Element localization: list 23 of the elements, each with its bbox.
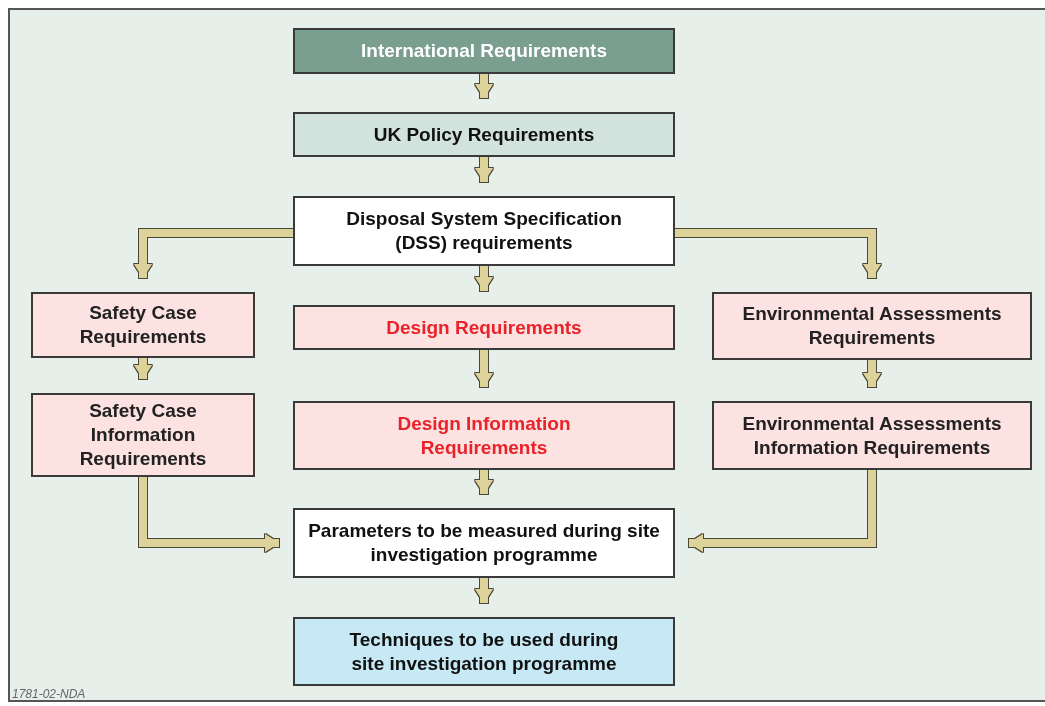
box-label: Environmental Assessments Information Requirements bbox=[741, 411, 1003, 460]
box-label: Design Requirements bbox=[386, 315, 582, 340]
requirement-box bbox=[31, 393, 255, 477]
requirement-box bbox=[293, 196, 675, 266]
box-label: Parameters to be measured during site investigation programme bbox=[307, 519, 661, 567]
requirement-box bbox=[293, 401, 675, 470]
requirement-box bbox=[293, 112, 675, 157]
box-label: Techniques to be used during site investigation programme bbox=[348, 627, 620, 676]
box-label: Disposal System Specification (DSS) requirements bbox=[345, 207, 623, 255]
requirement-box bbox=[293, 28, 675, 74]
box-label: Environmental Assessments Requirements bbox=[741, 302, 1003, 350]
requirement-box bbox=[293, 508, 675, 578]
box-label: Safety Case Requirements bbox=[78, 301, 208, 349]
requirement-box bbox=[31, 292, 255, 358]
requirement-box bbox=[712, 292, 1032, 360]
box-label: Design Information Requirements bbox=[396, 411, 572, 460]
box-label: International Requirements bbox=[361, 39, 607, 63]
requirement-box bbox=[293, 617, 675, 686]
box-label: Safety Case Information Requirements bbox=[78, 399, 208, 471]
box-label: UK Policy Requirements bbox=[373, 122, 595, 147]
figure-id-label: 1781-02-NDA bbox=[12, 687, 86, 701]
requirement-box bbox=[293, 305, 675, 350]
requirement-box bbox=[712, 401, 1032, 470]
